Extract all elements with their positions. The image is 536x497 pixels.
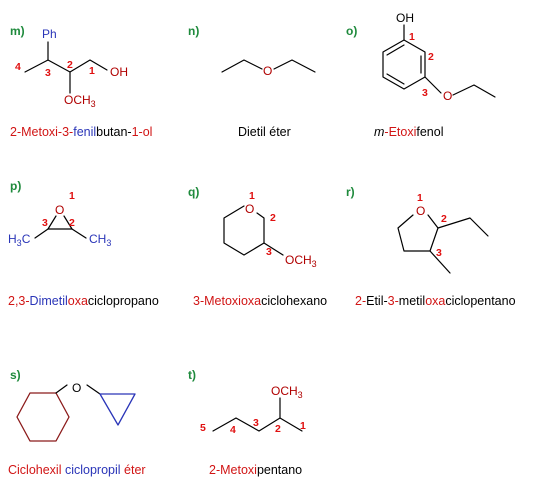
caption-o: m-Etoxifenol — [374, 125, 443, 139]
name-part: ciclopentano — [445, 294, 516, 308]
name-part: oxa — [425, 294, 446, 308]
letter-p: p) — [10, 179, 21, 193]
locant-2: 2 — [428, 51, 434, 63]
name-part: fenil — [73, 125, 97, 139]
structure-q: q) O OCH3 1 2 3 — [188, 185, 317, 269]
locant-1: 1 — [249, 190, 255, 202]
caption-r: 2-Etil-3-metiloxaciclopentano — [355, 294, 516, 308]
methyl-right: CH3 — [89, 232, 111, 248]
structure-t: t) OCH3 5 4 3 2 1 — [188, 368, 306, 436]
name-part: 2-Metoxi- — [10, 125, 63, 139]
letter-m: m) — [10, 24, 25, 38]
locant-2: 2 — [270, 212, 276, 224]
structure-p: p) O H3C CH3 1 2 3 — [8, 179, 111, 248]
letter-o: o) — [346, 24, 357, 38]
name-part: m — [374, 125, 385, 139]
methoxy-label: OCH3 — [64, 93, 96, 109]
name-part: ciclopropano — [87, 294, 159, 308]
structure-m: m) Ph OH OCH3 4 3 2 1 — [10, 24, 128, 109]
letter-t: t) — [188, 368, 196, 382]
locant-3: 3 — [422, 87, 428, 99]
letter-s: s) — [10, 368, 21, 382]
locant-2: 2 — [69, 217, 75, 229]
structure-r: r) O 1 2 3 — [346, 185, 489, 274]
name-part: 2- — [209, 463, 221, 477]
locant-1: 1 — [409, 31, 415, 43]
name-part: oxa — [240, 294, 262, 308]
name-part: pentano — [256, 463, 303, 477]
epoxide-oxygen: O — [55, 203, 64, 217]
ring-oxygen: O — [245, 202, 254, 216]
caption-s: Ciclohexil ciclopropil éter — [8, 463, 146, 477]
locant-1: 1 — [417, 192, 423, 204]
name-part: Dimetil — [29, 294, 68, 308]
locant-3: 3 — [42, 217, 48, 229]
locant-2: 2 — [67, 59, 73, 71]
ether-oxygen: O — [263, 64, 272, 78]
locant-2: 2 — [275, 423, 281, 435]
methyl-left: H3C — [8, 232, 31, 248]
letter-r: r) — [346, 185, 355, 199]
structure-o: o) OH O 1 2 3 — [346, 11, 496, 103]
caption-t: 2-Metoxipentano — [209, 463, 302, 477]
locant-3: 3 — [253, 417, 259, 429]
name-part: 2- — [355, 294, 367, 308]
locant-4: 4 — [15, 61, 21, 73]
locant-1: 1 — [69, 190, 75, 202]
name-part: 3- — [387, 294, 399, 308]
name-part: Etil- — [366, 294, 388, 308]
name-part: Ciclohexil — [8, 463, 65, 477]
name-part: ciclohexano — [261, 294, 328, 308]
name-part: metil — [398, 294, 426, 308]
name-part: 2,3- — [8, 294, 30, 308]
name-part: Dietil éter — [238, 125, 291, 139]
caption-q: 3-Metoxioxaciclohexano — [193, 294, 327, 308]
name-part: ciclopropil — [64, 463, 121, 477]
name-part: oxa — [67, 294, 88, 308]
name-part: 3- — [62, 125, 74, 139]
caption-m: 2-Metoxi-3-fenilbutan-1-ol — [10, 125, 152, 139]
locant-3: 3 — [436, 247, 442, 259]
name-part: butan- — [96, 125, 132, 139]
locant-2: 2 — [441, 213, 447, 225]
name-part: éter — [120, 463, 146, 477]
cyclohexyl-ring — [16, 392, 70, 442]
ethoxy-oxygen: O — [443, 89, 452, 103]
cyclopropyl-ring — [99, 393, 136, 426]
structure-s: s) O — [10, 368, 136, 442]
phenyl-label: Ph — [42, 27, 57, 41]
phenol-oh: OH — [396, 11, 414, 25]
hydroxyl-label: OH — [110, 65, 128, 79]
name-part: fenol — [416, 125, 444, 139]
methoxy-label: OCH3 — [285, 253, 317, 269]
locant-4: 4 — [230, 424, 236, 436]
locant-1: 1 — [300, 420, 306, 432]
methoxy-label: OCH3 — [271, 384, 303, 400]
letter-q: q) — [188, 185, 199, 199]
name-part: -Etoxi — [384, 125, 417, 139]
ring-oxygen: O — [416, 204, 425, 218]
structure-n: n) O — [188, 24, 316, 78]
name-part: 3-Metoxi — [193, 294, 241, 308]
name-part: 1-ol — [131, 125, 153, 139]
locant-3: 3 — [45, 67, 51, 79]
caption-n: Dietil éter — [238, 125, 291, 139]
ether-oxygen: O — [72, 381, 81, 395]
caption-p: 2,3-Dimetiloxaciclopropano — [8, 294, 159, 308]
locant-1: 1 — [89, 65, 95, 77]
locant-3: 3 — [266, 246, 272, 258]
locant-5: 5 — [200, 422, 206, 434]
name-part: Metoxi — [220, 463, 257, 477]
letter-n: n) — [188, 24, 199, 38]
